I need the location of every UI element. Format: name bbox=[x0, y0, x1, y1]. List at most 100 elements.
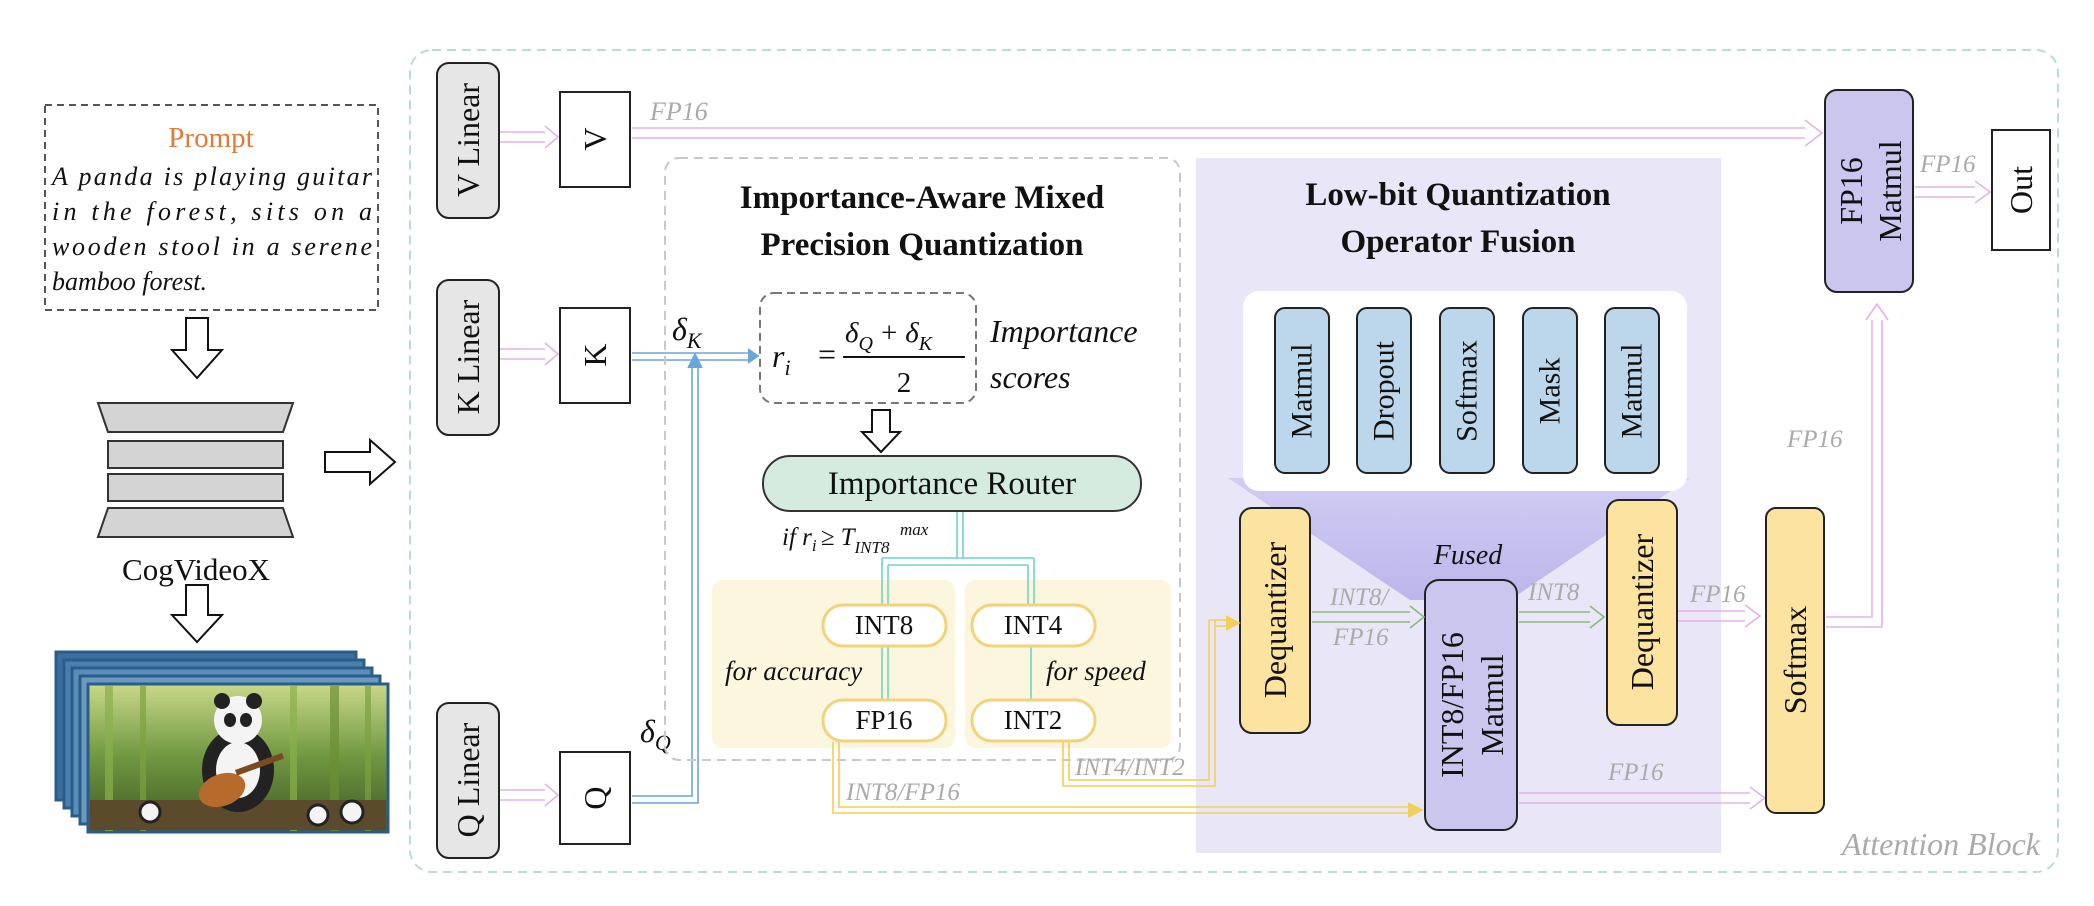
matmul-fp16-label: FP16 bbox=[1607, 759, 1664, 786]
model-label: CogVideoX bbox=[122, 552, 270, 587]
int8-fp16-bottom-label: INT8/FP16 bbox=[845, 779, 960, 806]
importance-scores-2: scores bbox=[990, 359, 1071, 395]
video-frames-image bbox=[54, 650, 390, 834]
int8-fp16-label-a: INT8/ bbox=[1329, 584, 1390, 611]
fused-funnel bbox=[1228, 478, 1690, 600]
q-tensor-label: Q bbox=[577, 786, 613, 809]
v-tensor-box: V bbox=[559, 91, 631, 188]
out-label: Out bbox=[2003, 166, 2039, 214]
v-linear-box: V Linear bbox=[436, 62, 500, 219]
op-dropout: Dropout bbox=[1356, 307, 1412, 474]
cogvideox-model-icon bbox=[96, 402, 295, 538]
router-condition: if ri≥ TINT8 bbox=[782, 524, 890, 557]
mixed-precision-region bbox=[664, 157, 1181, 761]
op-label: Dropout bbox=[1368, 340, 1401, 441]
op-label: Matmul bbox=[1616, 344, 1649, 439]
prompt-line-2: in the forest, sits on a bbox=[52, 197, 372, 226]
q-blue-arrow bbox=[632, 352, 703, 804]
green-arrow bbox=[1312, 605, 1606, 629]
softmax-box: Softmax bbox=[1765, 507, 1825, 814]
k-linear-box: K Linear bbox=[436, 279, 500, 436]
int8-fp16-label-b: FP16 bbox=[1332, 624, 1389, 651]
int8-pill-label: INT8 bbox=[855, 610, 913, 640]
v-linear-label: V Linear bbox=[450, 83, 486, 197]
importance-scores-1: Importance bbox=[989, 313, 1138, 349]
k-linear-label: K Linear bbox=[450, 299, 486, 414]
fp16-matmul-box: FP16 Matmul bbox=[1824, 89, 1914, 293]
for-accuracy-label: for accuracy bbox=[725, 656, 862, 686]
prompt-title: Prompt bbox=[168, 122, 253, 154]
down-arrow-icon bbox=[859, 409, 903, 454]
fp16-matmul-label-1: FP16 bbox=[1833, 157, 1869, 225]
yellow-arrow-int4-int2 bbox=[1062, 615, 1241, 787]
prompt-line-3: wooden stool in a serene bbox=[52, 232, 372, 261]
formula-lhs: ri bbox=[772, 338, 791, 380]
op-label: Mask bbox=[1534, 358, 1567, 425]
formula-eq: = bbox=[818, 336, 836, 372]
out-box: Out bbox=[1991, 129, 2051, 251]
formula-box bbox=[759, 292, 977, 404]
fused-label: Fused bbox=[1433, 540, 1503, 571]
q-linear-label: Q Linear bbox=[450, 722, 486, 837]
fusion-title-1: Low-bit Quantization bbox=[1305, 177, 1610, 213]
dq-fp16-label: FP16 bbox=[1689, 581, 1746, 608]
int4-pill-label: INT4 bbox=[1004, 610, 1063, 640]
k-tensor-box: K bbox=[559, 307, 631, 404]
fusion-title-2: Operator Fusion bbox=[1341, 224, 1576, 260]
importance-router-label: Importance Router bbox=[828, 466, 1076, 502]
right-arrow-icon bbox=[324, 437, 397, 487]
delta-k-label: δK bbox=[672, 311, 703, 353]
v-to-matmul-arrow bbox=[632, 119, 1824, 147]
down-arrow-icon bbox=[169, 317, 225, 380]
pink-arrow bbox=[500, 125, 560, 807]
int2-pill: INT2 bbox=[970, 698, 1097, 743]
formula-denominator: 2 bbox=[897, 367, 912, 399]
v-tensor-label: V bbox=[577, 127, 613, 150]
attention-block bbox=[409, 49, 2059, 873]
int2-pill-label: INT2 bbox=[1004, 705, 1062, 735]
fp16-matmul-label-2: Matmul bbox=[1872, 140, 1908, 241]
dequantizer-label: Dequantizer bbox=[1624, 533, 1660, 690]
out-fp16-label: FP16 bbox=[1919, 151, 1976, 178]
op-softmax: Softmax bbox=[1439, 307, 1495, 474]
dequantizer-left: Dequantizer bbox=[1239, 507, 1311, 734]
q-tensor-box: Q bbox=[559, 751, 631, 845]
int8-pill: INT8 bbox=[821, 603, 948, 648]
softmax-label: Softmax bbox=[1777, 606, 1813, 714]
prompt-box: Prompt A panda is playing guitar in the … bbox=[44, 104, 379, 311]
op-mask: Mask bbox=[1522, 307, 1578, 474]
dequantizer-right: Dequantizer bbox=[1606, 499, 1678, 726]
op-label: Matmul bbox=[1286, 344, 1319, 439]
matmul-label-2: Matmul bbox=[1474, 654, 1510, 755]
down-arrow-icon bbox=[169, 584, 225, 644]
int4-int2-label: INT4/INT2 bbox=[1074, 754, 1185, 781]
router-condition-sup: max bbox=[900, 520, 929, 539]
dequantizer-label: Dequantizer bbox=[1257, 541, 1293, 698]
prompt-line-4: bamboo forest. bbox=[52, 267, 207, 296]
op-label: Softmax bbox=[1451, 340, 1484, 442]
k-tensor-label: K bbox=[577, 343, 613, 366]
int8-label: INT8 bbox=[1527, 579, 1580, 606]
importance-router bbox=[762, 455, 1142, 512]
op-matmul-2: Matmul bbox=[1604, 307, 1660, 474]
fp16-pill: FP16 bbox=[821, 698, 948, 743]
for-speed-label: for speed bbox=[1046, 656, 1146, 686]
fp16-pill-label: FP16 bbox=[855, 705, 912, 735]
attention-block-label: Attention Block bbox=[1840, 826, 2041, 862]
delta-q-label: δQ bbox=[640, 713, 671, 755]
router-branch-lines bbox=[881, 512, 1035, 700]
formula-numerator: δQ+δK bbox=[845, 317, 934, 355]
v-fp16-label: FP16 bbox=[649, 97, 708, 126]
q-linear-box: Q Linear bbox=[436, 702, 500, 859]
yellow-arrow-int8-fp16 bbox=[832, 742, 1424, 818]
mixed-title-1: Importance-Aware Mixed bbox=[740, 180, 1104, 216]
matmul-label-1: INT8/FP16 bbox=[1434, 632, 1470, 778]
int4-pill: INT4 bbox=[970, 603, 1097, 648]
softmax-up-fp16-label: FP16 bbox=[1786, 426, 1843, 453]
mixed-title-2: Precision Quantization bbox=[761, 227, 1084, 263]
pink-arrow bbox=[1519, 180, 1992, 810]
op-matmul-1: Matmul bbox=[1274, 307, 1330, 474]
int8-fp16-matmul: INT8/FP16 Matmul bbox=[1424, 579, 1518, 831]
prompt-line-1: A panda is playing guitar bbox=[50, 162, 373, 191]
